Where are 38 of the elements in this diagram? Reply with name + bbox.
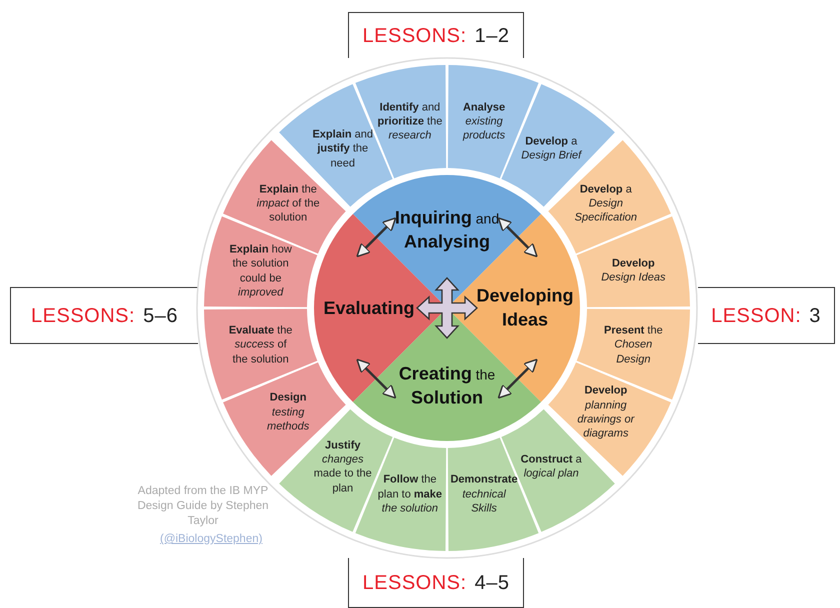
- step-text: Present the Chosen Design: [602, 324, 664, 366]
- step-text: Identify and prioritize the research: [376, 100, 444, 144]
- lesson-box: [348, 558, 524, 608]
- step-text: Justify changes made to the plan: [312, 438, 373, 496]
- step-text: Follow the plan to make the solution: [376, 472, 444, 516]
- step-text: Explain and justify the need: [311, 128, 374, 171]
- lesson-heading: LESSONS:: [362, 572, 467, 592]
- lesson-box: [10, 287, 198, 344]
- double-arrow: [356, 358, 396, 399]
- step-text: Analyse existing products: [462, 100, 506, 144]
- step-text: Design testing methods: [266, 390, 310, 434]
- lesson-number: 5–6: [143, 306, 178, 326]
- double-arrow: [498, 358, 538, 399]
- lesson-heading: LESSON:: [711, 306, 802, 326]
- stage-title: Evaluating: [322, 296, 416, 320]
- lesson-heading: LESSONS:: [362, 26, 467, 46]
- lesson-number: 3: [809, 306, 821, 326]
- step-text: Develop a Design Brief: [520, 134, 583, 164]
- step-text: Develop Design Ideas: [600, 256, 666, 286]
- step-text: Demonstrate technical Skills: [449, 472, 519, 516]
- lesson-number: 1–2: [474, 26, 510, 46]
- stage-title: Inquiring and Analysing: [394, 206, 500, 254]
- step-text: Develop planning drawings or diagrams: [576, 384, 636, 441]
- lesson-box: [698, 287, 835, 344]
- step-text: Develop a Design Specification: [574, 182, 638, 226]
- step-text: Explain the impact of the solution: [256, 182, 321, 226]
- credit-note: Adapted from the IB MYP Design Guide by Stephen Taylor: [136, 484, 270, 529]
- link: (@iBiologyStephen): [160, 532, 262, 547]
- double-arrow: [498, 217, 538, 258]
- lesson-number: 4–5: [474, 572, 510, 592]
- stage-title: Developing Ideas: [475, 284, 574, 332]
- step-text: Explain how the solution could be improved: [228, 242, 293, 300]
- stage-title: Creating the Solution: [398, 362, 496, 410]
- step-text: Evaluate the success of the solution: [228, 324, 294, 366]
- double-arrow: [356, 217, 396, 258]
- step-text: Construct a logical plan: [520, 452, 583, 482]
- lesson-box: [348, 12, 524, 58]
- lesson-heading: LESSONS:: [31, 306, 136, 326]
